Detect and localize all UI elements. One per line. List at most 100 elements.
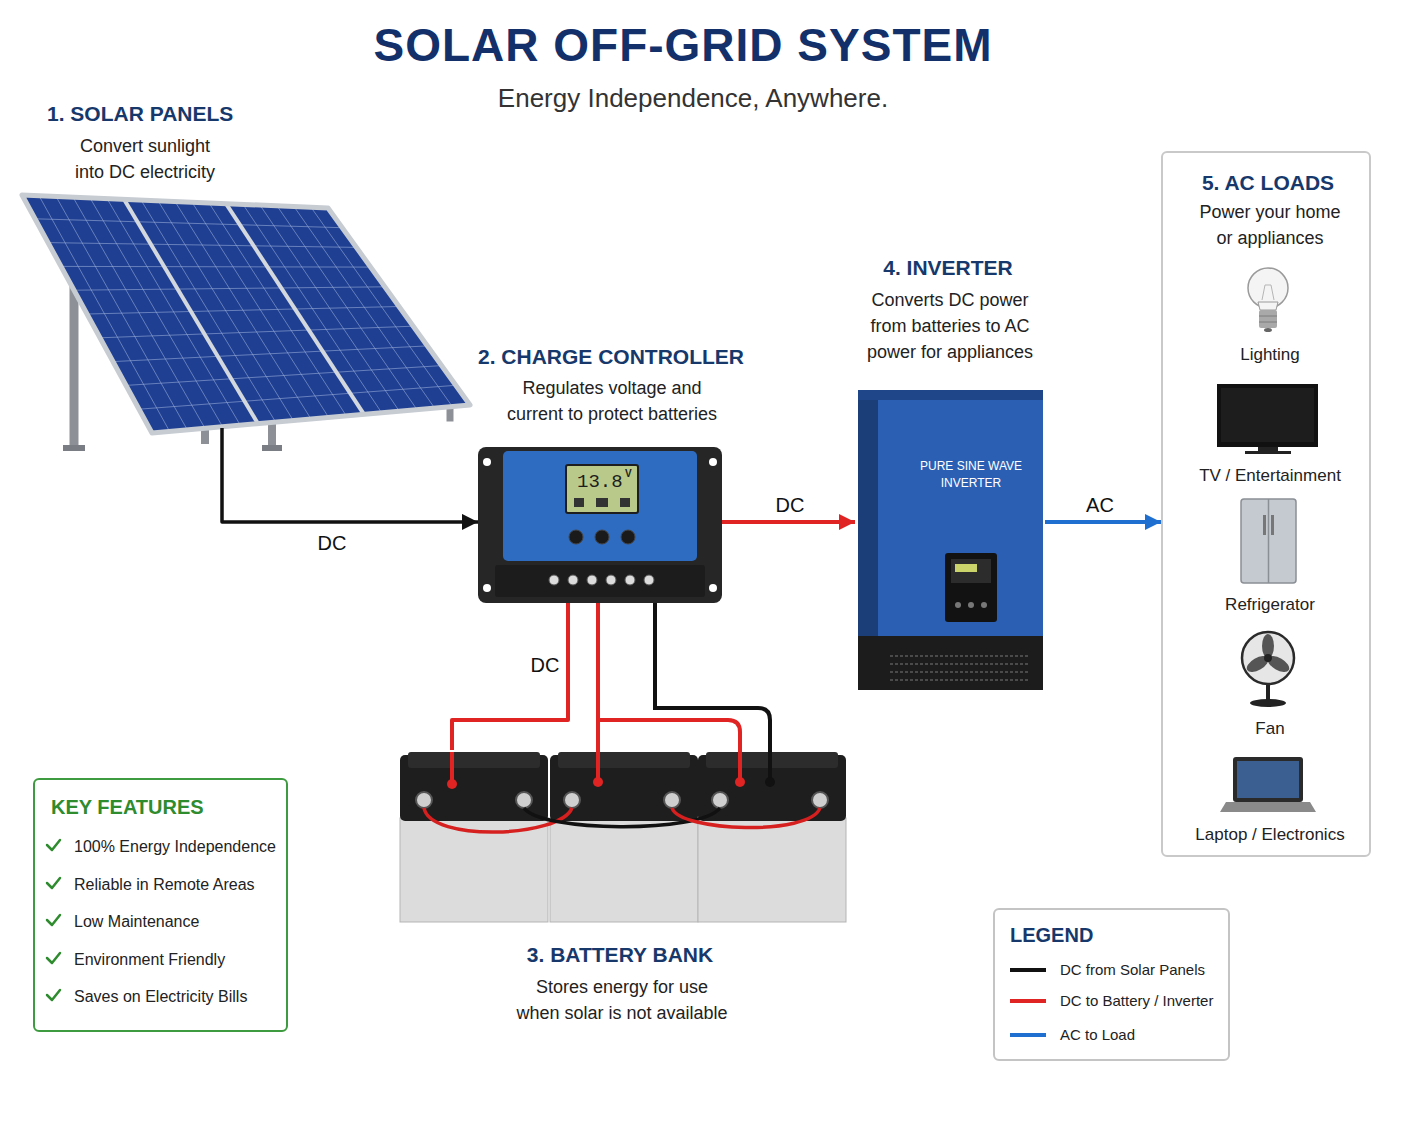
inverter-art (858, 390, 1043, 400)
loads-panel: 5. AC LOADS Power your home or appliances… (1161, 151, 1371, 857)
battery-wires (596, 603, 600, 780)
battery-wires (735, 777, 745, 787)
charge-controller-art (625, 575, 635, 585)
charge-controller-art (709, 584, 717, 592)
feature-item: Saves on Electricity Bills (74, 987, 247, 1007)
charge-controller-art (587, 575, 597, 585)
battery-art (564, 792, 580, 808)
bulb-icon (1248, 268, 1288, 332)
battery-art (672, 808, 820, 828)
charge-controller-art (495, 565, 705, 597)
battery-wires (655, 603, 770, 780)
device-label: PURE SINE WAVE INVERTER (913, 458, 1029, 492)
solar-panel (73, 197, 205, 428)
feature-item: Low Maintenance (74, 912, 199, 932)
inverter-art (951, 559, 991, 583)
display-unit: V (625, 468, 632, 480)
solar-panel (39, 196, 170, 432)
inverter-art (858, 390, 1043, 690)
battery-art (400, 818, 548, 922)
battery-art (400, 752, 846, 922)
check-mark (47, 953, 60, 963)
legend-box: DC from Solar Panels DC to Battery / Inve… (993, 908, 1230, 1061)
charge-controller-art (606, 575, 616, 585)
charge-controller-art (595, 530, 609, 544)
battery-wires (447, 779, 457, 789)
battery-art (698, 818, 846, 922)
battery-art (416, 792, 432, 808)
fan-icon (1242, 632, 1294, 707)
battery-art (424, 808, 820, 832)
feature-item: Reliable in Remote Areas (74, 875, 255, 895)
load-label: Refrigerator (1175, 594, 1365, 616)
section-heading: 2. CHARGE CONTROLLER (461, 344, 761, 370)
load-label: TV / Entertainment (1175, 465, 1365, 487)
legend-title: LEGEND (1010, 922, 1093, 948)
tv-icon (1245, 451, 1291, 454)
battery-art (516, 792, 532, 808)
connector (452, 603, 568, 750)
inverter-art (981, 602, 987, 608)
bulb-icon (1264, 328, 1272, 332)
charge-controller-art (549, 575, 559, 585)
battery-wires (450, 752, 454, 782)
legend-text: DC from Solar Panels (1060, 960, 1205, 980)
legend-text: DC to Battery / Inverter (1060, 991, 1213, 1011)
connector (1045, 520, 1161, 524)
tv-icon (1221, 388, 1314, 442)
fridge-icon (1271, 515, 1274, 535)
solar-panel-node: 1. SOLAR PANELSConvert sunlight into DC … (18, 190, 474, 428)
section-heading: 3. BATTERY BANK (470, 942, 770, 968)
section-heading: 5. AC LOADS (1170, 170, 1366, 196)
charge-controller-art (483, 458, 491, 466)
legend-swatch (1010, 1033, 1046, 1037)
features-box: KEY FEATURES100% Energy IndependenceReli… (33, 778, 288, 1032)
fridge-icon (1241, 499, 1296, 583)
laptop-icon (1220, 757, 1316, 812)
legend-swatch (1010, 968, 1046, 972)
connector-label: AC (1083, 493, 1117, 517)
bulb-icon (1262, 285, 1274, 300)
fan-icon (1264, 654, 1272, 662)
tv-icon (1258, 447, 1278, 451)
charge-controller-art (574, 498, 584, 507)
section-description: Stores energy for use when solar is not … (497, 974, 747, 1026)
load-item: Lighting (1173, 258, 1367, 370)
charge-controller-art (596, 498, 608, 507)
fridge-icon (1241, 499, 1296, 583)
feature-item: Environment Friendly (74, 950, 225, 970)
load-label: Fan (1175, 718, 1365, 740)
fan-icon (1244, 634, 1292, 675)
battery-art (416, 792, 828, 808)
battery-art (558, 752, 690, 768)
charge-controller-node: 2. CHARGE CONTROLLERRegulates voltage an… (478, 447, 722, 603)
charge-controller-art (620, 498, 630, 507)
battery-wires (447, 603, 775, 789)
inverter-art (858, 636, 1043, 690)
fan-icon (1250, 699, 1286, 707)
charge-controller-art (503, 451, 697, 561)
battery-art (664, 792, 680, 808)
load-item: TV / Entertainment (1173, 380, 1367, 490)
check-mark (47, 840, 60, 1000)
solar-panel (226, 204, 364, 415)
tv-icon (1217, 384, 1318, 447)
section-heading: 4. INVERTER (798, 255, 1098, 281)
solar-panel (175, 202, 311, 420)
bulb-icon (1259, 316, 1277, 322)
feature-item: 100% Energy Independence (74, 837, 276, 857)
load-item: Refrigerator (1173, 496, 1367, 620)
charge-controller-art (621, 530, 635, 544)
charge-controller-art (483, 584, 491, 592)
solar-panel (192, 202, 329, 417)
legend-swatch (1010, 999, 1046, 1003)
charge-controller-art (709, 458, 717, 466)
fan-icon (1244, 653, 1271, 675)
battery-art (524, 808, 720, 827)
inverter-art (968, 602, 974, 608)
bulb-icon (1258, 302, 1278, 310)
panel-stand (262, 445, 282, 451)
battery-wires (593, 777, 603, 787)
section-description: Power your home or appliances (1182, 199, 1358, 251)
charge-controller-art (478, 447, 722, 603)
